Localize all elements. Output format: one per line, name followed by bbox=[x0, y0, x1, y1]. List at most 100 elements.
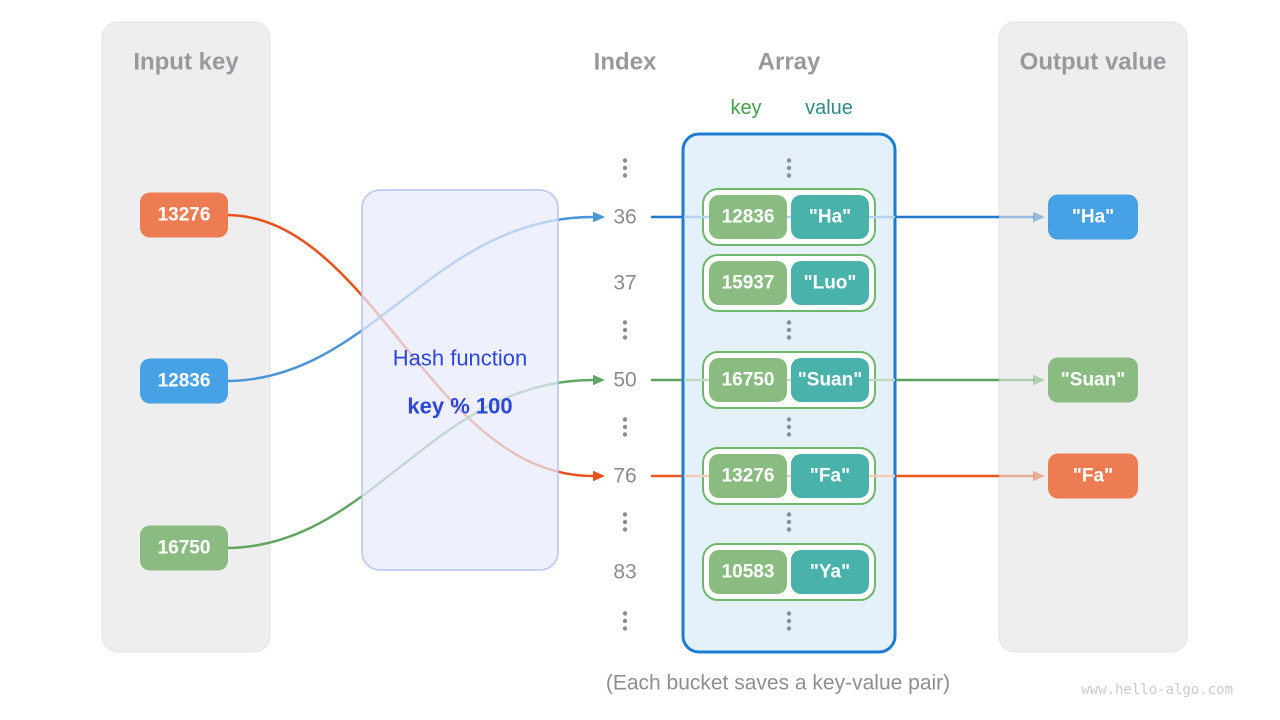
index-header: Index bbox=[594, 49, 657, 76]
ellipsis-icon bbox=[786, 611, 792, 631]
arrowhead-icon bbox=[1033, 374, 1045, 386]
index-label: 76 bbox=[613, 465, 636, 488]
input-key-box bbox=[140, 525, 228, 571]
bucket-caption: (Each bucket saves a key-value pair) bbox=[606, 672, 950, 695]
value-label: "Suan" bbox=[798, 370, 862, 391]
value-box bbox=[791, 358, 869, 402]
output-value-label: "Fa" bbox=[1073, 466, 1113, 487]
value-column-header: value bbox=[805, 97, 853, 119]
dot bbox=[622, 618, 628, 624]
arrowhead-icon bbox=[593, 470, 605, 482]
dot bbox=[622, 158, 628, 163]
hash-function-title: Hash function bbox=[393, 346, 528, 371]
dot bbox=[622, 432, 628, 437]
input-key-box bbox=[140, 358, 228, 404]
key-box bbox=[709, 261, 787, 305]
dot bbox=[786, 527, 792, 532]
dot bbox=[786, 626, 792, 631]
dot bbox=[622, 626, 628, 631]
arrowhead-icon bbox=[593, 211, 605, 223]
dot bbox=[622, 611, 628, 616]
dot bbox=[622, 320, 628, 325]
dot bbox=[622, 512, 628, 517]
key-box bbox=[709, 550, 787, 594]
output-panel-title: Output value bbox=[1020, 49, 1167, 76]
index-label: 83 bbox=[613, 561, 636, 584]
dot bbox=[622, 327, 628, 333]
dot bbox=[786, 335, 792, 340]
ellipsis-icon bbox=[786, 512, 792, 532]
ellipsis-icon bbox=[622, 158, 628, 178]
ellipsis-icon bbox=[622, 417, 628, 437]
input-key-panel bbox=[101, 21, 271, 653]
dot bbox=[786, 519, 792, 525]
arrowhead-icon bbox=[593, 374, 605, 386]
input-key-label: 12836 bbox=[158, 371, 211, 392]
output-value-box bbox=[1048, 453, 1138, 499]
dot bbox=[622, 527, 628, 532]
dot bbox=[786, 158, 792, 163]
index-column: 36 37 50 76 83 bbox=[613, 158, 792, 631]
dot bbox=[622, 417, 628, 422]
key-label: 10583 bbox=[722, 562, 775, 583]
dot bbox=[786, 165, 792, 171]
ellipsis-icon bbox=[622, 512, 628, 532]
dot bbox=[786, 173, 792, 178]
dot bbox=[622, 165, 628, 171]
dot bbox=[786, 320, 792, 325]
output-value-label: "Suan" bbox=[1061, 370, 1125, 391]
value-box bbox=[791, 261, 869, 305]
ellipsis-icon bbox=[622, 320, 628, 340]
key-label: 12836 bbox=[722, 207, 775, 228]
index-to-array-lines bbox=[651, 215, 684, 478]
value-label: "Fa" bbox=[810, 466, 850, 487]
ellipsis-icon bbox=[786, 320, 792, 340]
key-box bbox=[709, 195, 787, 239]
index-label: 37 bbox=[613, 272, 636, 295]
output-value-label: "Ha" bbox=[1072, 207, 1114, 228]
key-value-boxes: 12836 "Ha" 15937 "Luo" 16750 "Suan" 13276 "Fa" 1… bbox=[709, 195, 869, 594]
dot bbox=[622, 173, 628, 178]
dot bbox=[622, 335, 628, 340]
key-label: 13276 bbox=[722, 466, 775, 487]
index-label: 36 bbox=[613, 206, 636, 229]
key-label: 15937 bbox=[722, 273, 775, 294]
dot bbox=[786, 417, 792, 422]
input-key-box bbox=[140, 192, 228, 238]
dot bbox=[622, 519, 628, 525]
array-to-output-arrows bbox=[896, 211, 1045, 482]
value-box bbox=[791, 550, 869, 594]
dot bbox=[786, 327, 792, 333]
ellipsis-icon bbox=[786, 417, 792, 437]
key-box bbox=[709, 454, 787, 498]
dot bbox=[786, 512, 792, 517]
dot bbox=[786, 432, 792, 437]
output-value-box bbox=[1048, 357, 1138, 403]
watermark: www.hello-algo.com bbox=[1081, 682, 1233, 698]
input-panel-title: Input key bbox=[133, 49, 239, 76]
output-value-boxes: "Ha" "Suan" "Fa" bbox=[1048, 194, 1138, 499]
dot bbox=[786, 424, 792, 430]
arrowhead-icon bbox=[1033, 470, 1045, 482]
value-box bbox=[791, 454, 869, 498]
hash-function-formula: key % 100 bbox=[407, 394, 512, 419]
output-value-panel bbox=[998, 21, 1188, 653]
array-header: Array bbox=[758, 49, 821, 76]
dot bbox=[786, 618, 792, 624]
key-column-header: key bbox=[730, 97, 761, 119]
dot bbox=[786, 611, 792, 616]
key-box bbox=[709, 358, 787, 402]
key-label: 16750 bbox=[722, 370, 775, 391]
index-label: 50 bbox=[613, 369, 636, 392]
output-value-box bbox=[1048, 194, 1138, 240]
value-label: "Ya" bbox=[810, 562, 850, 583]
ellipsis-icon bbox=[786, 158, 792, 178]
value-label: "Ha" bbox=[809, 207, 851, 228]
input-key-label: 16750 bbox=[158, 538, 211, 559]
arrowhead-icon bbox=[1033, 211, 1045, 223]
input-key-label: 13276 bbox=[158, 205, 211, 226]
input-key-boxes: 13276 12836 16750 bbox=[140, 192, 228, 571]
value-label: "Luo" bbox=[804, 273, 857, 294]
